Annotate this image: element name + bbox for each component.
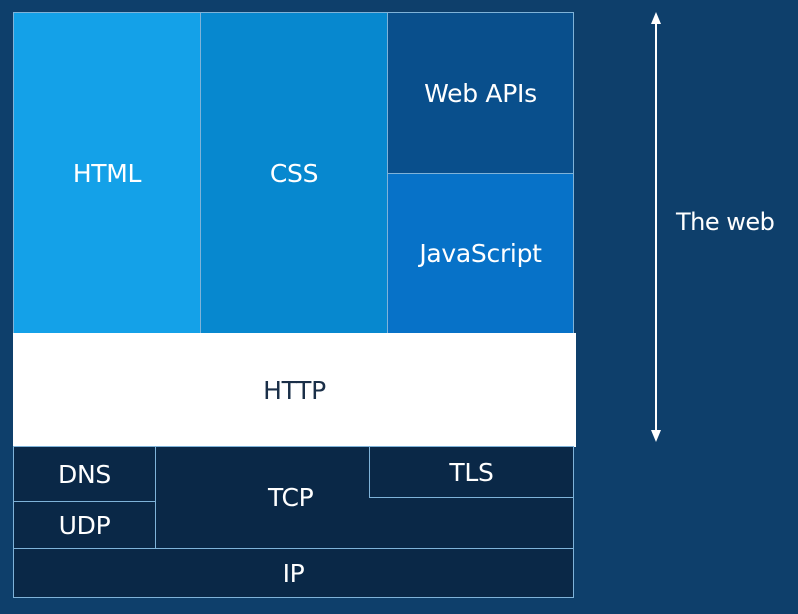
javascript-layer: JavaScript <box>387 173 574 334</box>
dns-label: DNS <box>58 459 111 489</box>
tcp-label: TCP <box>268 483 314 512</box>
html-layer: HTML <box>13 12 201 334</box>
ip-layer: IP <box>13 548 574 598</box>
web-apis-label: Web APIs <box>424 78 537 108</box>
double-arrow-icon <box>651 12 661 442</box>
html-label: HTML <box>72 158 142 188</box>
http-layer: HTTP <box>13 333 576 447</box>
ip-label: IP <box>282 558 305 588</box>
http-label: HTTP <box>263 375 326 405</box>
udp-label: UDP <box>58 510 111 540</box>
udp-layer: UDP <box>13 501 156 549</box>
web-apis-layer: Web APIs <box>387 12 574 174</box>
tls-label: TLS <box>449 457 494 487</box>
javascript-label: JavaScript <box>419 239 542 268</box>
tls-layer: TLS <box>369 446 574 498</box>
the-web-label: The web <box>676 208 775 236</box>
css-layer: CSS <box>200 12 388 334</box>
dns-layer: DNS <box>13 446 156 502</box>
css-label: CSS <box>269 158 319 188</box>
